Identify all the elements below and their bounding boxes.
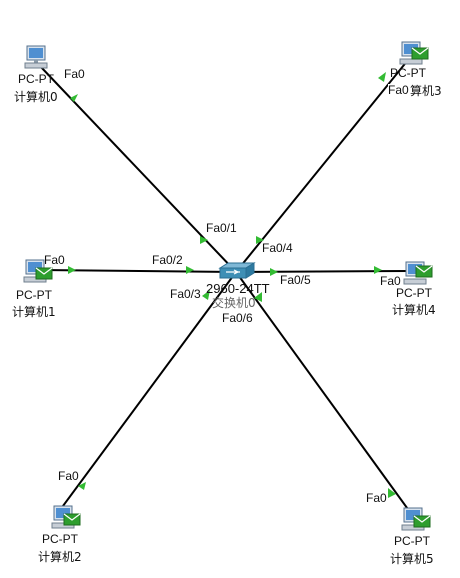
link-pc2-switch[interactable] bbox=[59, 271, 237, 511]
pc5-type-label: PC-PT bbox=[394, 534, 430, 548]
pc-icon bbox=[399, 41, 429, 65]
pc0-device[interactable] bbox=[22, 44, 50, 70]
pc-icon bbox=[23, 259, 53, 283]
pc-icon bbox=[24, 45, 48, 69]
pc5-device[interactable] bbox=[400, 506, 432, 534]
switch-port-fa0-5: Fa0/5 bbox=[280, 273, 311, 287]
link-up-indicator bbox=[78, 482, 86, 490]
pc-icon bbox=[401, 507, 431, 531]
link-pc5-switch[interactable] bbox=[235, 271, 411, 513]
pc-icon bbox=[403, 261, 433, 285]
switch-port-fa0-2: Fa0/2 bbox=[152, 253, 183, 267]
link-up-indicator bbox=[270, 268, 278, 276]
link-up-indicator bbox=[70, 94, 78, 102]
link-up-indicator bbox=[202, 290, 210, 300]
link-up-indicator bbox=[186, 266, 194, 274]
pc3-port-label: Fa0 bbox=[388, 83, 410, 97]
link-up-indicator bbox=[388, 488, 396, 498]
switch-port-fa0-6: Fa0/6 bbox=[222, 311, 253, 325]
pc4-device[interactable] bbox=[402, 260, 434, 288]
link-up-indicator bbox=[374, 266, 382, 274]
pc3-device[interactable] bbox=[398, 40, 430, 68]
pc0-port-label: Fa0 bbox=[64, 67, 85, 81]
link-up-indicator bbox=[256, 236, 264, 244]
pc1-name: 计算机1 bbox=[12, 305, 56, 319]
switch-model-label: 2960-24TT bbox=[206, 281, 270, 296]
pc4-name: 计算机4 bbox=[392, 303, 436, 317]
pc-icon bbox=[51, 505, 81, 529]
link-up-indicator bbox=[378, 72, 386, 82]
pc2-port-label: Fa0 bbox=[58, 469, 79, 483]
pc4-type-label: PC-PT bbox=[396, 286, 432, 300]
switch-port-fa0-1: Fa0/1 bbox=[206, 221, 237, 235]
pc5-name: 计算机5 bbox=[390, 552, 434, 566]
link-pc3-switch[interactable] bbox=[235, 59, 409, 273]
switch-port-fa0-4: Fa0/4 bbox=[262, 241, 293, 255]
link-pc4-switch[interactable] bbox=[235, 270, 411, 273]
link-up-indicator bbox=[68, 266, 76, 274]
link-pc0-switch[interactable] bbox=[39, 65, 237, 273]
switch-device[interactable] bbox=[216, 262, 256, 282]
switch-icon bbox=[218, 262, 256, 279]
link-up-indicator bbox=[254, 292, 262, 302]
pc1-type-label: PC-PT bbox=[16, 288, 52, 302]
pc2-name: 计算机2 bbox=[38, 550, 82, 564]
pc0-type-label: PC-PT bbox=[18, 72, 54, 86]
pc1-port-label: Fa0 bbox=[44, 253, 65, 267]
pc5-port-label: Fa0 bbox=[366, 491, 387, 505]
pc2-device[interactable] bbox=[50, 504, 82, 532]
link-up-indicator bbox=[200, 236, 208, 244]
pc4-port-label: Fa0 bbox=[380, 274, 402, 288]
pc2-type-label: PC-PT bbox=[42, 532, 78, 546]
pc3-type-label: PC-PT bbox=[390, 66, 426, 80]
switch-name: 交换机0 bbox=[212, 296, 256, 310]
pc0-name: 计算机0 bbox=[14, 90, 58, 104]
switch-port-fa0-3: Fa0/3 bbox=[170, 287, 201, 301]
pc1-device[interactable] bbox=[22, 258, 54, 286]
